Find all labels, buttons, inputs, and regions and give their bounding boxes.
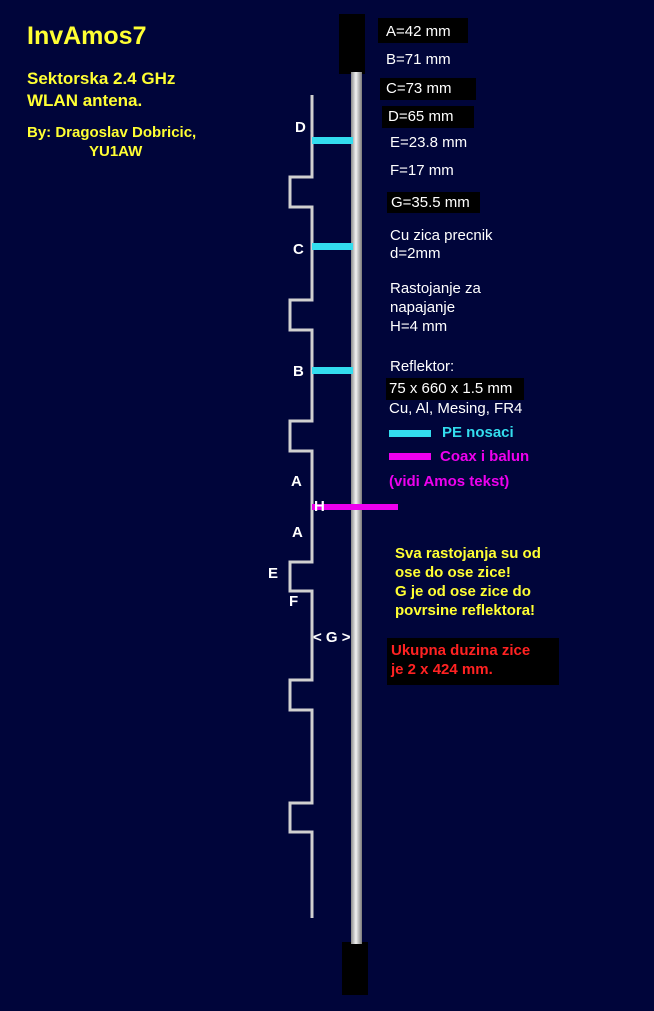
dim-b: B=71 mm — [386, 51, 451, 68]
author-line1: By: Dragoslav Dobricic, — [27, 124, 197, 141]
wire-note-line2: d=2mm — [390, 245, 441, 262]
reflector-note-line3: Cu, Al, Mesing, FR4 — [389, 400, 523, 417]
author-line2: YU1AW — [89, 143, 143, 160]
wire-note-line1: Cu zica precnik — [390, 227, 493, 244]
legend-pe-swatch — [389, 430, 431, 437]
label-b: B — [293, 363, 304, 380]
reflector-note-line1: Reflektor: — [390, 358, 455, 375]
legend-coax-label: Coax i balun — [440, 448, 530, 465]
dim-g: G=35.5 mm — [391, 194, 470, 211]
subtitle-line1: Sektorska 2.4 GHz — [27, 69, 176, 88]
label-a-upper: A — [291, 473, 302, 490]
label-d: D — [295, 119, 306, 136]
reflector-note-line2: 75 x 660 x 1.5 mm — [389, 380, 513, 397]
legend-coax-note: (vidi Amos tekst) — [389, 473, 510, 490]
dim-c: C=73 mm — [386, 80, 452, 97]
reflector-bottom-cap — [342, 942, 368, 995]
feed-note-line2: napajanje — [390, 299, 456, 316]
antenna-wire-lower — [288, 507, 314, 918]
reflector-top-cap — [339, 14, 365, 74]
label-g: < G > — [313, 629, 351, 646]
total-line1: Ukupna duzina zice — [391, 642, 531, 659]
label-e: E — [268, 565, 279, 582]
remark-line3: G je od ose zice do — [395, 583, 531, 600]
legend-coax-swatch — [389, 453, 431, 460]
label-h: H — [314, 498, 325, 515]
dim-e: E=23.8 mm — [390, 134, 468, 151]
dim-c-box — [380, 78, 476, 100]
dim-d: D=65 mm — [388, 108, 454, 125]
remark-line4: povrsine reflektora! — [395, 602, 536, 619]
dim-a: A=42 mm — [386, 23, 451, 40]
antenna-wire-upper — [288, 95, 314, 507]
remark-line2: ose do ose zice! — [395, 564, 511, 581]
pe-support-d — [312, 137, 353, 144]
label-a-lower: A — [292, 524, 303, 541]
subtitle-line2: WLAN antena. — [27, 91, 143, 110]
feed-note-line1: Rastojanje za — [390, 280, 481, 297]
pe-support-c — [312, 243, 353, 250]
title: InvAmos7 — [27, 22, 147, 50]
feed-note-line3: H=4 mm — [390, 318, 448, 335]
coax-feed — [312, 504, 398, 510]
total-box — [387, 638, 559, 685]
dim-f: F=17 mm — [390, 162, 454, 179]
dim-g-box — [387, 192, 480, 213]
dim-d-box — [382, 106, 474, 128]
pe-support-b — [312, 367, 353, 374]
remark-line1: Sva rastojanja su od — [395, 545, 541, 562]
total-line2: je 2 x 424 mm. — [391, 661, 493, 678]
legend-pe-label: PE nosaci — [442, 424, 514, 441]
reflector-size-box — [386, 378, 524, 400]
label-f: F — [289, 593, 299, 610]
label-c: C — [293, 241, 304, 258]
dim-a-box — [378, 18, 468, 43]
